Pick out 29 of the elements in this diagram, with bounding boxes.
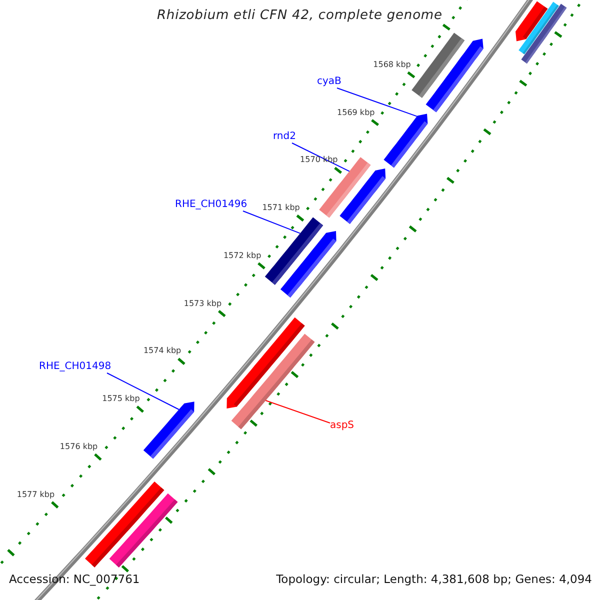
title: Rhizobium etli CFN 42, complete genome — [157, 9, 442, 24]
gene-bar — [319, 157, 371, 218]
gene-bar — [143, 402, 194, 459]
gene-bar — [231, 334, 315, 430]
leader-line — [106, 372, 180, 410]
tick-label: 1572 kbp — [223, 250, 262, 260]
tick-label: 1569 kbp — [337, 108, 375, 117]
tick-label: 1574 kbp — [143, 346, 182, 356]
gene-bar — [264, 217, 324, 285]
gene-bar — [412, 32, 465, 98]
gene-label: cyaB — [317, 76, 342, 88]
leader-line — [336, 88, 418, 117]
gene-label: aspS — [330, 420, 354, 432]
leader-line — [292, 142, 350, 172]
tick-label: 1575 kbp — [102, 394, 140, 404]
gene-bar — [109, 493, 178, 568]
tick-label: 1571 kbp — [262, 203, 300, 212]
tick-label: 1576 kbp — [60, 442, 98, 452]
gene-label: RHE_CH01496 — [175, 199, 248, 210]
genome-info-text: Topology: circular; Length: 4,381,608 bp; Genes: 4,094 — [275, 571, 593, 588]
gene-bar — [384, 114, 428, 168]
tick-label: 1573 kbp — [184, 298, 222, 308]
accession-text: Accession: NC_007761 — [8, 571, 141, 588]
tick-label: 1568 kbp — [373, 60, 411, 70]
leader-line — [242, 210, 301, 234]
gene-label: rnd2 — [273, 131, 296, 142]
gene-bar — [521, 4, 567, 64]
tick-label: 1577 kbp — [16, 490, 55, 499]
gene-label: RHE_CH01498 — [39, 361, 112, 372]
